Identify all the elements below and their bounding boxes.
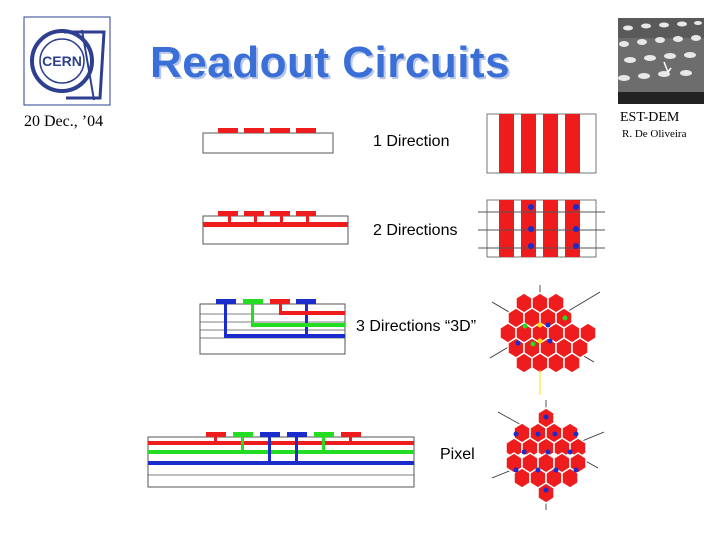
cross-section-2d <box>202 211 349 245</box>
cross-section-pixel <box>147 432 415 488</box>
page-title: Readout Circuits <box>150 38 511 87</box>
department-label: EST-DEM <box>620 110 680 125</box>
label-pixel: Pixel <box>440 446 475 463</box>
cross-section-1d <box>202 128 334 154</box>
label-2-directions: 2 Directions <box>373 222 458 239</box>
hex-pixel-view <box>491 400 605 510</box>
sem-photo <box>618 18 704 104</box>
hex-3d-view <box>489 285 601 395</box>
label-1-direction: 1 Direction <box>373 133 450 150</box>
cross-section-3d <box>199 299 346 355</box>
cern-logo: CERN <box>23 16 111 106</box>
date-label: 20 Dec., ’04 <box>24 113 104 130</box>
strips-2d-view <box>478 199 605 258</box>
author-label: R. De Oliveira <box>622 128 687 140</box>
label-3-directions: 3 Directions “3D” <box>356 318 477 335</box>
strips-1d-view <box>486 113 597 174</box>
logo-text: CERN <box>42 53 82 69</box>
